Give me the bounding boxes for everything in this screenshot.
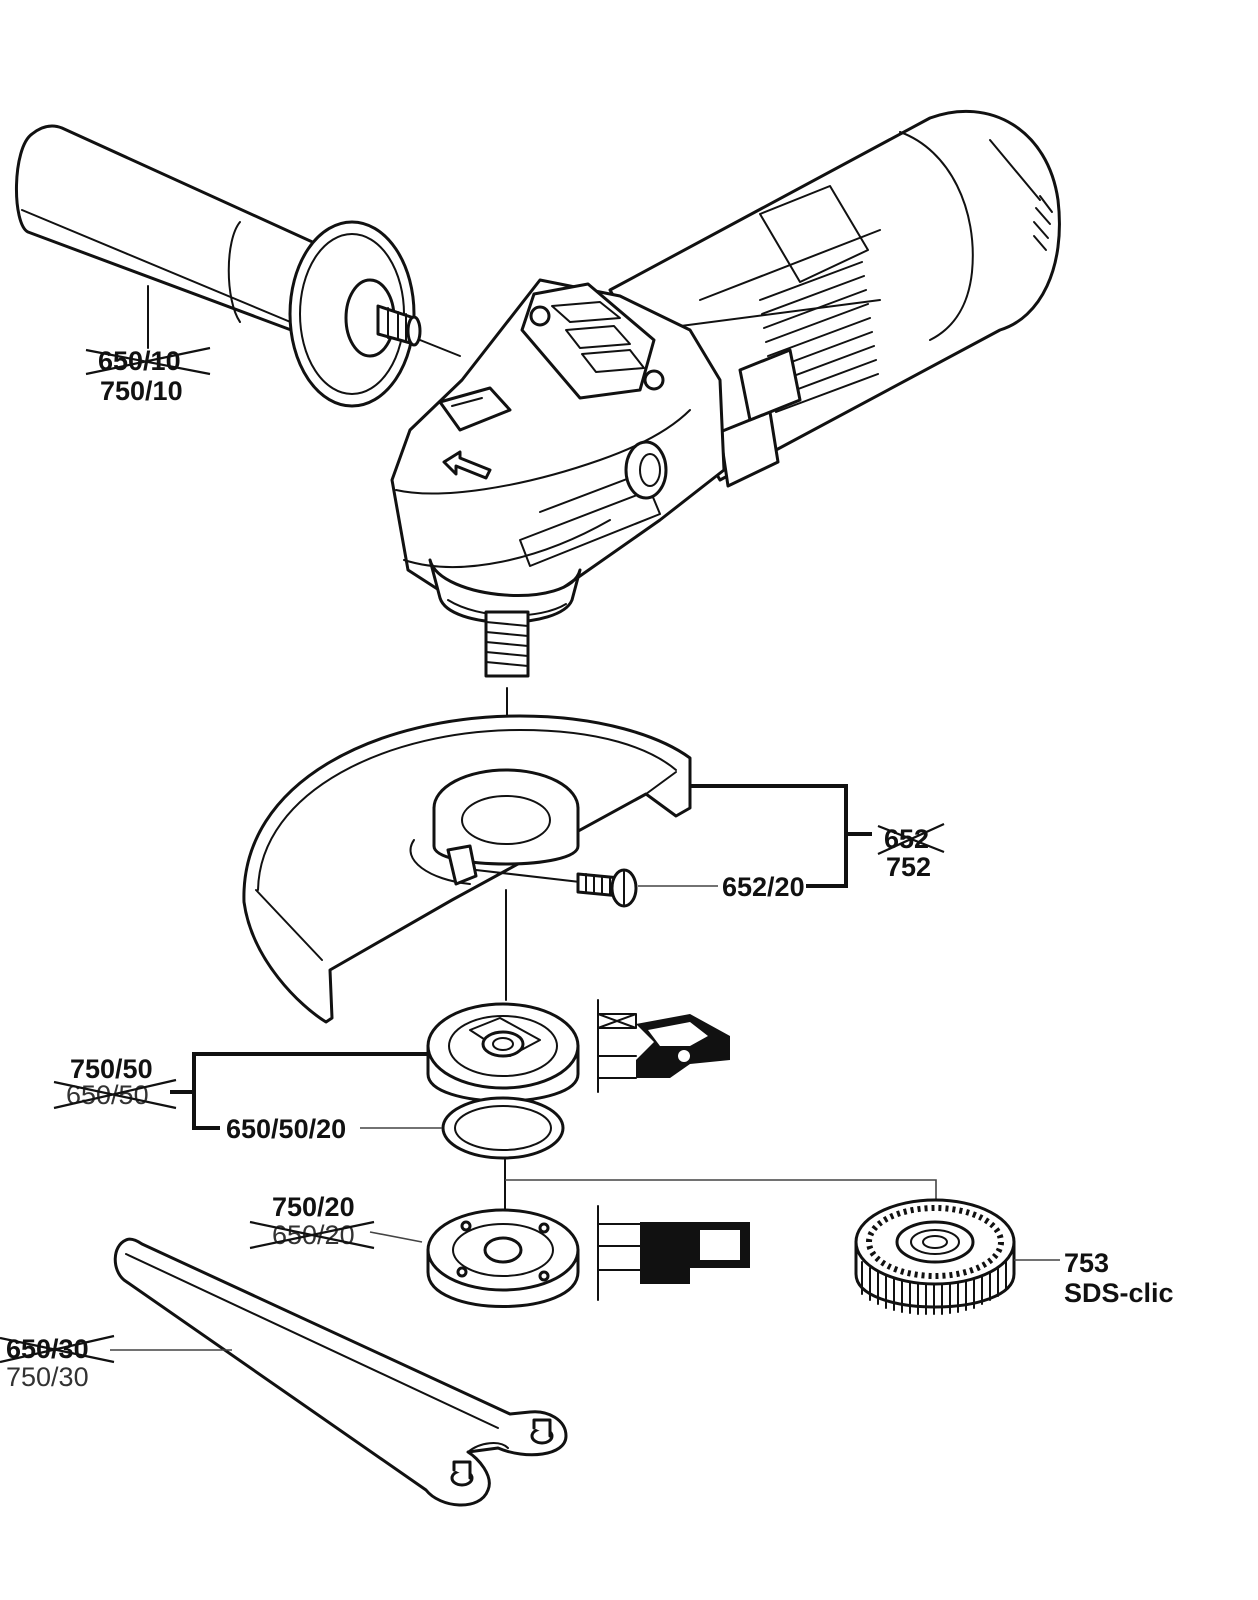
strike-nut-old-b (249, 1220, 375, 1250)
label-handle-new: 750/10 (100, 376, 183, 406)
label-quick-nut-number: 753 (1064, 1248, 1109, 1278)
strike-handle-old-b (85, 348, 211, 376)
mounting-flange (426, 1002, 580, 1103)
label-guard-old: 652 (884, 824, 929, 854)
two-pin-spanner (113, 1237, 568, 1507)
nut-callout-line (369, 1231, 423, 1243)
side-handle (14, 124, 461, 408)
strike-spanner-old-b (0, 1336, 115, 1364)
o-ring (441, 1096, 565, 1160)
label-guard-new: 752 (886, 852, 931, 882)
sds-clic-quick-nut (854, 1198, 1016, 1315)
nut-cross-section (597, 1205, 750, 1301)
vent-fins (759, 261, 879, 413)
guard-callout-line (690, 784, 848, 888)
guard-screw (576, 868, 638, 908)
label-flange-new: 750/50 (70, 1054, 153, 1084)
label-quick-nut-name: SDS-clic (1064, 1278, 1174, 1308)
clamping-nut (426, 1208, 580, 1308)
label-guard-screw: 652/20 (722, 872, 805, 902)
strike-guard-old-b (877, 824, 945, 854)
strike-flange-old-b (53, 1080, 177, 1110)
flange-cross-section (597, 999, 730, 1093)
label-spanner-new: 750/30 (6, 1362, 89, 1392)
angle-grinder-body (390, 109, 1061, 821)
label-nut-new: 750/20 (272, 1192, 355, 1222)
wheel-guard (242, 714, 692, 1024)
label-oring: 650/50/20 (226, 1114, 346, 1144)
